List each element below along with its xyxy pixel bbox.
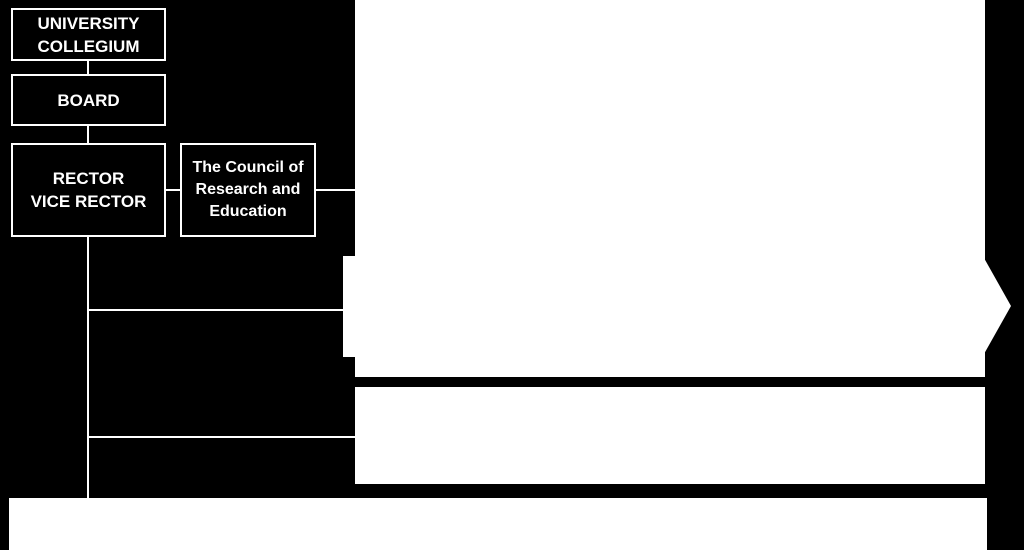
board-box: BOARD	[11, 74, 166, 126]
board-label: BOARD	[57, 90, 120, 110]
university-collegium-box: UNIVERSITY COLLEGIUM	[11, 8, 166, 61]
connector-rector-trunk	[87, 237, 89, 499]
arrow-right-icon	[984, 258, 1011, 354]
connector-trunk-lower-branch	[88, 436, 355, 438]
connector-collegium-board	[87, 61, 89, 74]
connector-council-panel	[316, 189, 355, 191]
upper-content-panel	[355, 0, 985, 377]
upper-panel-arrow-tab	[343, 256, 355, 357]
council-research-education-label: The Council of Research and Education	[192, 159, 304, 220]
connector-rector-council	[166, 189, 180, 191]
connector-board-rector	[87, 126, 89, 143]
bottom-content-panel	[9, 498, 987, 550]
university-collegium-label: UNIVERSITY COLLEGIUM	[37, 13, 140, 56]
connector-trunk-upper-branch	[88, 309, 344, 311]
council-research-education-box: The Council of Research and Education	[180, 143, 316, 237]
rector-vice-rector-box: RECTOR VICE RECTOR	[11, 143, 166, 237]
rector-vice-rector-label: RECTOR VICE RECTOR	[30, 169, 147, 211]
middle-content-panel	[355, 387, 985, 484]
